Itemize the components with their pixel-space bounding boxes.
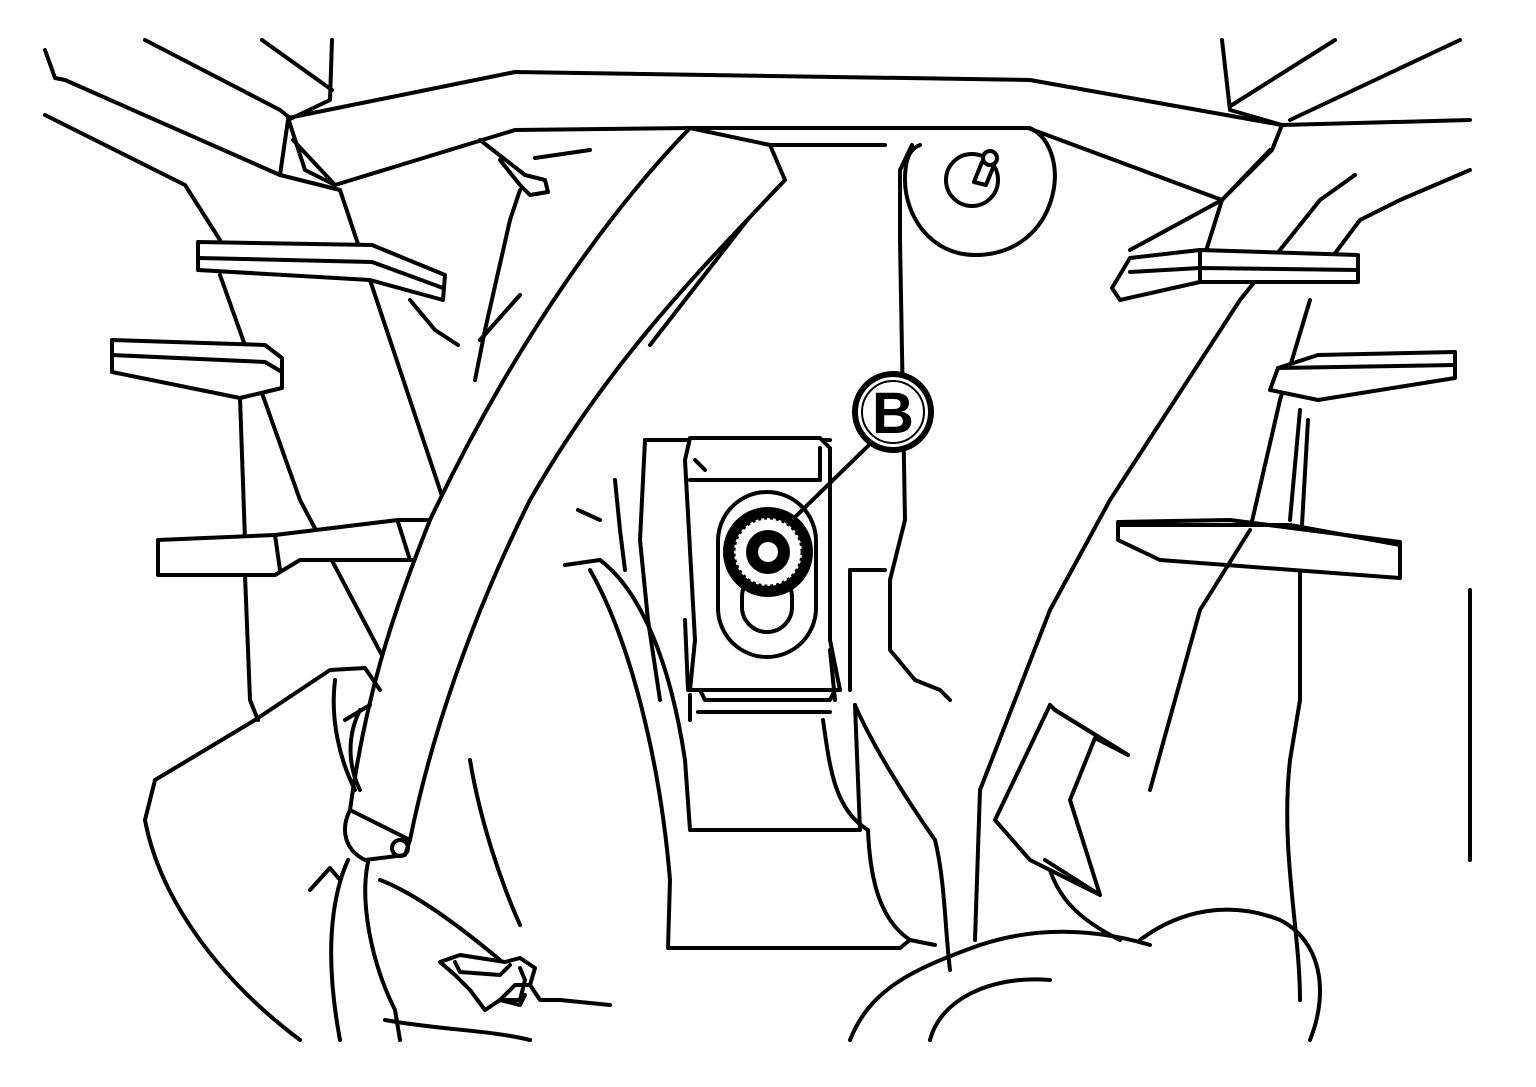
lower-right-shapes <box>848 498 1322 1042</box>
callout-label-b: B <box>872 381 914 446</box>
bolt <box>723 507 813 597</box>
stabilizer-bar <box>343 126 787 862</box>
lower-center <box>563 558 937 950</box>
lower-left-shapes <box>143 666 532 1042</box>
round-pin <box>903 126 1057 257</box>
right-brackets <box>1110 248 1457 580</box>
right-frame-rails <box>1108 38 1472 862</box>
lower-clip <box>438 953 612 1012</box>
left-brackets <box>110 240 447 577</box>
upper-crossmember <box>286 70 1284 202</box>
callout-b: B <box>788 371 934 524</box>
